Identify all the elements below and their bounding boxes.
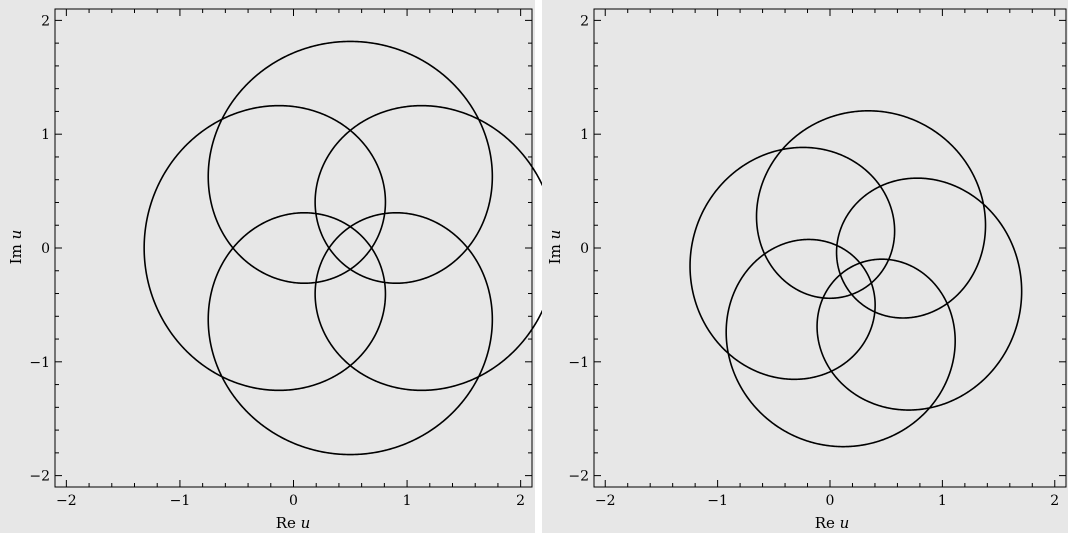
x-axis-label: Re u bbox=[815, 514, 850, 532]
loop-curve bbox=[689, 110, 1023, 448]
x-tick-label: −2 bbox=[56, 493, 77, 509]
y-tick-label: −2 bbox=[568, 469, 589, 485]
y-axis-label: Im u bbox=[7, 230, 25, 265]
y-tick-label: 2 bbox=[41, 13, 50, 29]
y-tick-label: 0 bbox=[41, 241, 50, 257]
y-tick-label: −1 bbox=[29, 355, 50, 371]
x-tick-label: 2 bbox=[1050, 493, 1059, 509]
x-tick-label: 2 bbox=[516, 493, 525, 509]
chart-panel-left: −2 −1 0 1 2 −2 −1 0 1 2 Re u Im u bbox=[0, 0, 558, 533]
y-axis-label: Im u bbox=[546, 230, 564, 265]
y-tick-label: 1 bbox=[580, 127, 589, 143]
x-tick-label: 0 bbox=[289, 493, 298, 509]
x-tick-label: −2 bbox=[595, 493, 616, 509]
chart-panel-right: −2 −1 0 1 2 −2 −1 0 1 2 Re u Im u bbox=[542, 0, 1068, 533]
y-tick-label: −2 bbox=[29, 469, 50, 485]
panel-background bbox=[0, 0, 535, 533]
plot-area: −2 −1 0 1 2 −2 −1 0 1 2 bbox=[29, 8, 558, 509]
x-tick-label: 1 bbox=[403, 493, 412, 509]
x-tick-label: 1 bbox=[938, 493, 947, 509]
x-axis-label: Re u bbox=[276, 514, 311, 532]
y-tick-label: 2 bbox=[580, 13, 589, 29]
plot-area: −2 −1 0 1 2 −2 −1 0 1 2 bbox=[568, 8, 1067, 509]
x-tick-label: −1 bbox=[170, 493, 191, 509]
panel-background bbox=[542, 0, 1068, 533]
x-tick-label: −1 bbox=[707, 493, 728, 509]
y-tick-label: 0 bbox=[580, 241, 589, 257]
loop-curve bbox=[143, 40, 558, 456]
x-tick-label: 0 bbox=[826, 493, 835, 509]
y-tick-label: 1 bbox=[41, 127, 50, 143]
y-tick-label: −1 bbox=[568, 355, 589, 371]
